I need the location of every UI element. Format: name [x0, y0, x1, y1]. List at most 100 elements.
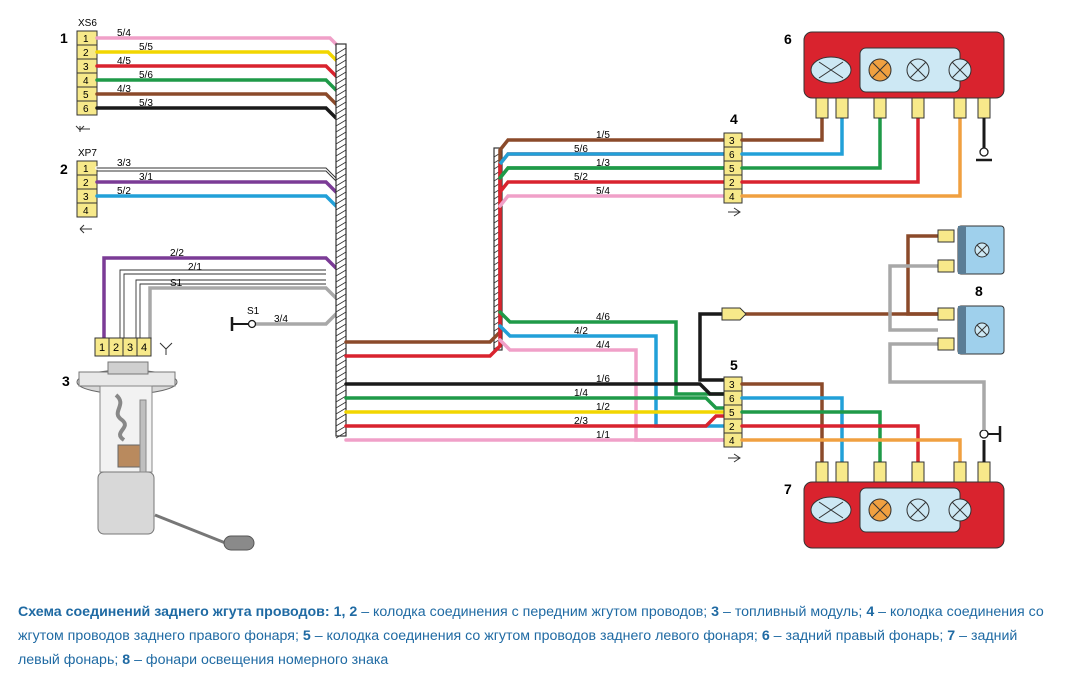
xp7-wires [95, 166, 338, 208]
label-xs6: XS6 [78, 18, 97, 29]
c3-pin: 2 [113, 342, 119, 354]
xs6-pin: 1 [83, 34, 89, 45]
wire-label: 2/2 [170, 248, 184, 259]
xp7-pin: 3 [83, 192, 89, 203]
label-1: 1 [60, 30, 68, 46]
wiring-diagram: 1 XS6 1 2 3 4 5 6 2 XP7 1 2 3 4 [60, 18, 1005, 551]
main-bundle-hatch [335, 47, 347, 439]
wire-label: 1/6 [596, 374, 610, 385]
c5-pin: 2 [729, 422, 735, 433]
c4-pin: 2 [729, 178, 735, 189]
wire-label: 5/6 [139, 70, 153, 81]
wire-label: 4/5 [117, 56, 131, 67]
c5-upper-wire-labels: 4/6 4/2 4/4 [574, 312, 610, 351]
caption-text: – колодка соединения со жгутом проводов … [18, 604, 1044, 644]
s1-ground: S1 [230, 306, 260, 331]
xp7-pin: 2 [83, 178, 89, 189]
xp7-pin: 4 [83, 206, 89, 217]
caption-key: 8 [122, 652, 131, 668]
fuel-wire-labels: 2/2 2/1 S1 3/4 [170, 248, 288, 325]
wire-label: 1/2 [596, 402, 610, 413]
secondary-bundle-hatch [493, 151, 503, 350]
caption-key: 5 [302, 628, 311, 644]
label-7: 7 [784, 481, 792, 497]
c4-pin: 5 [729, 164, 735, 175]
wire-black-lamp8 [698, 312, 724, 382]
xs6-pin: 4 [83, 76, 89, 87]
plate-lamp-upper [937, 225, 1005, 275]
label-3: 3 [62, 373, 70, 389]
connector-3: 1 2 3 4 [94, 337, 173, 357]
c4-pin: 3 [729, 136, 735, 147]
caption-text: – фонари освещения номерного знака [130, 652, 389, 668]
lamp-7-terminals [815, 461, 991, 483]
connector-5: 5 3 6 5 2 4 [723, 357, 743, 463]
caption-text: – задний правый фонарь; [769, 628, 948, 644]
wire-label: 4/2 [574, 326, 588, 337]
c5-pin: 3 [729, 380, 735, 391]
caption-text: – задний левый фонарь; [18, 628, 1018, 668]
wire-label: 5/3 [139, 98, 153, 109]
label-5: 5 [730, 357, 738, 373]
wire-label: 5/5 [139, 42, 153, 53]
caption-key: 7 [947, 628, 956, 644]
caption-title: Схема соединений заднего жгута проводов: [18, 604, 330, 620]
xs6-wires [95, 36, 342, 120]
wire-label: 5/4 [596, 186, 610, 197]
white-wire-edge [97, 170, 337, 182]
c3-pin: 1 [99, 342, 105, 354]
caption-key: 6 [761, 628, 770, 644]
connector-symbol-icon [159, 342, 173, 355]
c5-pin: 4 [729, 436, 735, 447]
wire-label: 5/6 [574, 144, 588, 155]
caption-text: – колодка соединения с передним жгутом п… [357, 604, 712, 620]
label-8: 8 [975, 283, 983, 299]
connector-5-upper-wires [498, 310, 726, 442]
connector-4: 4 3 6 5 2 4 [723, 111, 743, 217]
lamp-bulb-icon [810, 56, 852, 84]
c3-pin: 4 [141, 342, 147, 354]
xs6-pins: 1 2 3 4 5 6 [76, 30, 98, 116]
wire-label: 2/1 [188, 262, 202, 273]
inline-connector [721, 307, 747, 321]
wire-c4-2 [498, 152, 724, 166]
c4-pin: 6 [729, 150, 735, 161]
caption-text: – колодка соединения со жгутом проводов … [310, 628, 762, 644]
caption-key: 4 [866, 604, 875, 620]
wire-label: 5/2 [117, 186, 131, 197]
license-plate-lamps-8: 8 [888, 225, 1005, 430]
xs6-pin: 3 [83, 62, 89, 73]
label-s1: S1 [247, 306, 260, 317]
rear-left-lamp-7: 7 [784, 426, 1005, 549]
diagram-caption: Схема соединений заднего жгута проводов:… [18, 600, 1058, 672]
fuel-module: 3 [62, 361, 255, 551]
fuel-module-wires [102, 256, 338, 340]
wire-label: 1/3 [596, 158, 610, 169]
xs6-pin: 2 [83, 48, 89, 59]
xs6-pin: 6 [83, 104, 89, 115]
connector-xs6: 1 XS6 1 2 3 4 5 6 [60, 18, 98, 132]
c5-pin: 6 [729, 394, 735, 405]
wire-label: 4/3 [117, 84, 131, 95]
caption-text: – топливный модуль; [719, 604, 867, 620]
lamp-7-wires [740, 382, 962, 464]
connector-arrow-icon [79, 224, 92, 234]
wire-label: 3/4 [274, 314, 288, 325]
wire-c4-3 [498, 166, 724, 180]
connector-symbol-icon [75, 125, 90, 132]
xs6-wire-labels: 5/4 5/5 4/5 5/6 4/3 5/3 [117, 28, 153, 109]
wire-label: 3/3 [117, 158, 131, 169]
caption-key: 3 [711, 604, 720, 620]
c5-pin: 5 [729, 408, 735, 419]
c3-pin: 3 [127, 342, 133, 354]
wire-label: 2/3 [574, 416, 588, 427]
lamp-6-wires [740, 116, 962, 198]
xs6-pin: 5 [83, 90, 89, 101]
white-wire-edges [119, 269, 326, 338]
wire-label: 3/1 [139, 172, 153, 183]
c4-wire-labels: 1/5 5/6 1/3 5/2 5/4 [574, 130, 610, 197]
connector-arrow-icon [728, 207, 741, 217]
label-4: 4 [730, 111, 738, 127]
connector-arrow-icon [728, 453, 741, 463]
wire-label: 5/4 [117, 28, 131, 39]
